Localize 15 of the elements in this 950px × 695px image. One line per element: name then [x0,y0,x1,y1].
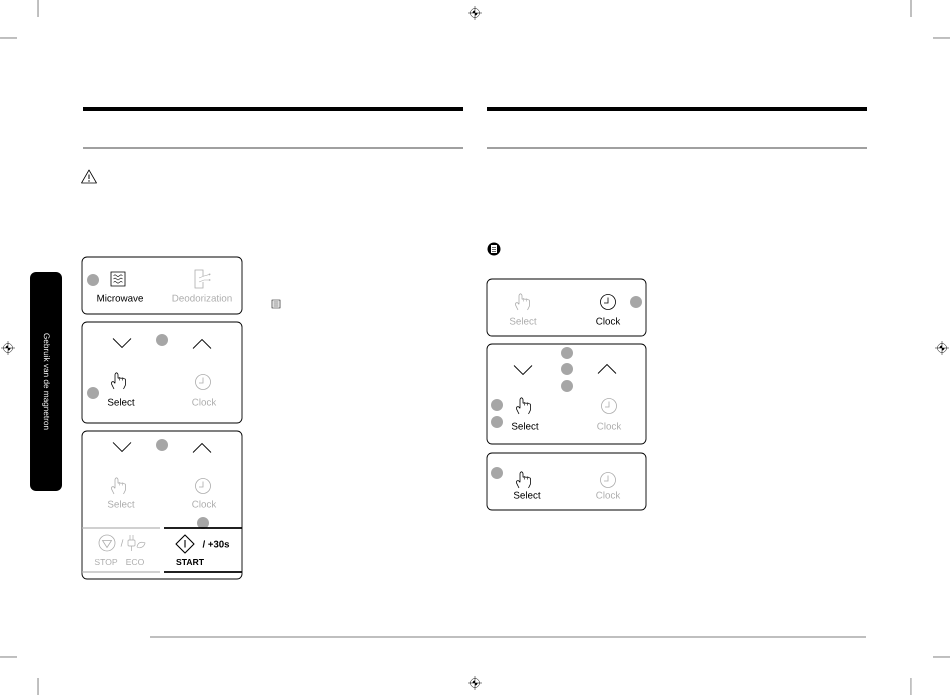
function-label: Select [512,422,539,430]
start-key: / +30s START [164,527,242,573]
function-label: Select [108,398,135,406]
function-label: Select [510,317,537,325]
function-label: Select [514,491,541,499]
side-tab: Gebruik van de magnetron [30,272,62,491]
function-label: Clock [192,398,216,406]
stop-eco-key: / STOP ECO [82,527,160,573]
function-label: Microwave [97,294,143,302]
function-label: Select [108,500,135,508]
function-label: Clock [596,317,620,325]
function-label: Clock [597,422,622,430]
function-label: Clock [192,500,216,508]
function-label: Deodorization [172,294,232,302]
function-label: Clock [596,491,620,499]
